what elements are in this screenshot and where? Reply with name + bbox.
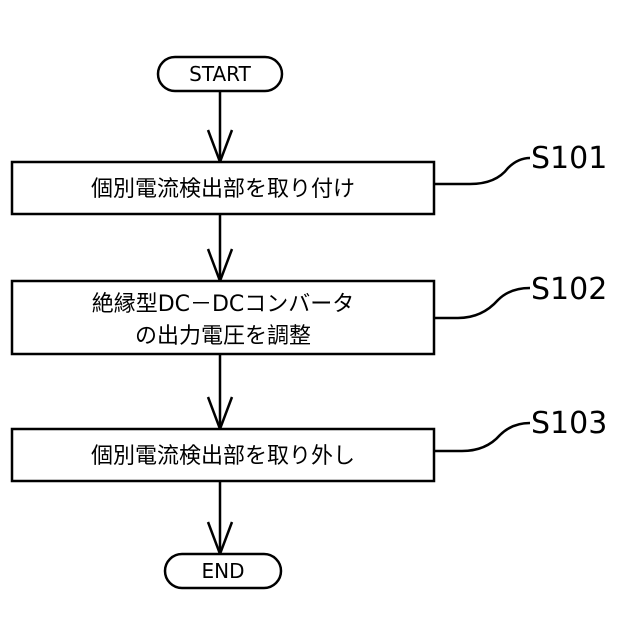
step-box-s102: 絶縁型DC－DCコンバータ の出力電圧を調整 [12,281,434,354]
step-label-s103: S103 [531,406,607,441]
step-box-s103: 個別電流検出部を取り外し [12,429,434,481]
step-leader-s103: S103 [434,406,607,451]
step-label-s102: S102 [531,272,607,307]
step-leader-s102: S102 [434,272,607,318]
arrow-step2-to-step3 [208,354,232,429]
arrow-start-to-step1 [208,91,232,162]
end-label: END [202,559,245,583]
step-box-s101: 個別電流検出部を取り付け [12,162,434,214]
end-terminal: END [165,554,281,588]
start-terminal: START [158,57,282,91]
step-leader-s101: S101 [434,141,607,184]
step-s102-text-line1: 絶縁型DC－DCコンバータ [92,292,355,317]
step-s101-text: 個別電流検出部を取り付け [91,177,355,202]
step-s103-text: 個別電流検出部を取り外し [91,444,355,469]
step-s102-text-line2: の出力電圧を調整 [135,324,311,349]
arrow-step1-to-step2 [208,214,232,281]
start-label: START [189,62,251,86]
arrow-step3-to-end [208,481,232,554]
step-label-s101: S101 [531,141,607,176]
